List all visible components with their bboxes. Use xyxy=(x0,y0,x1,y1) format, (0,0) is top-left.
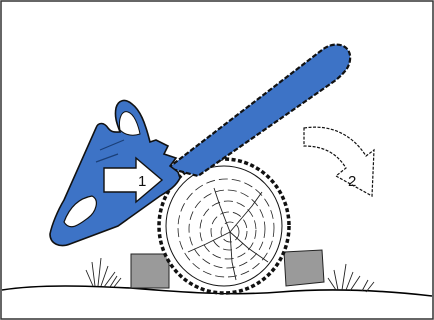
step-1-label: 1 xyxy=(138,173,146,190)
left-support-block xyxy=(131,254,169,288)
right-support-block xyxy=(284,250,324,286)
step-2-label: 2 xyxy=(348,173,356,190)
